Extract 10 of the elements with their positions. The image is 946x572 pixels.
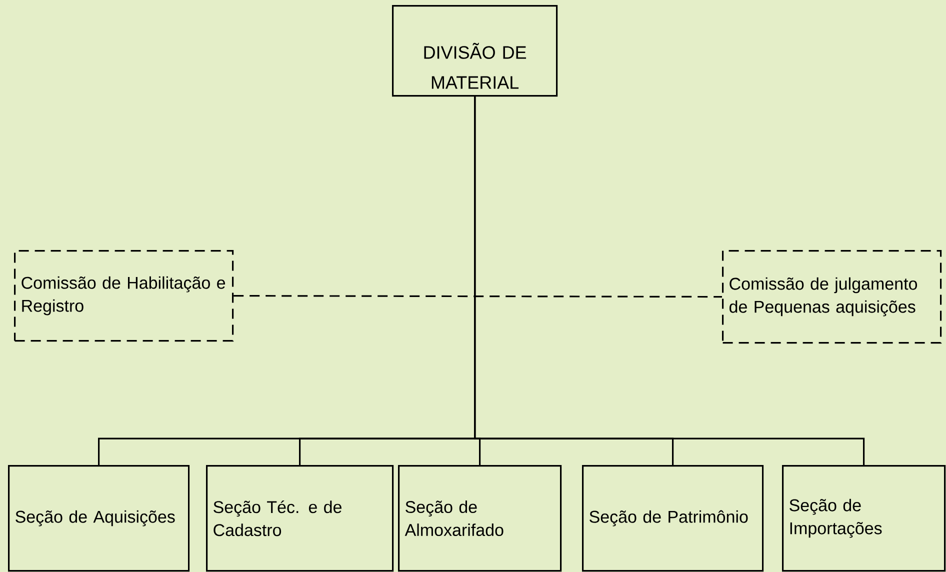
section-box: Seção de Patrimônio	[582, 465, 764, 572]
commission-box: Comissão de julgamento de Pequenas aquisições	[722, 250, 942, 344]
section-box: Seção de Almoxarifado	[398, 465, 562, 572]
commission-box: Comissão de Habilitação e Registro	[14, 250, 234, 342]
section-box: Seção de Aquisições	[8, 465, 190, 572]
division-box: DIVISÃO DE MATERIAL	[392, 5, 558, 97]
section-box: Seção de Importações	[782, 465, 946, 572]
dashed-line	[234, 295, 722, 298]
connector-line	[474, 96, 865, 465]
section-box: Seção Téc. e de Cadastro	[206, 465, 394, 572]
